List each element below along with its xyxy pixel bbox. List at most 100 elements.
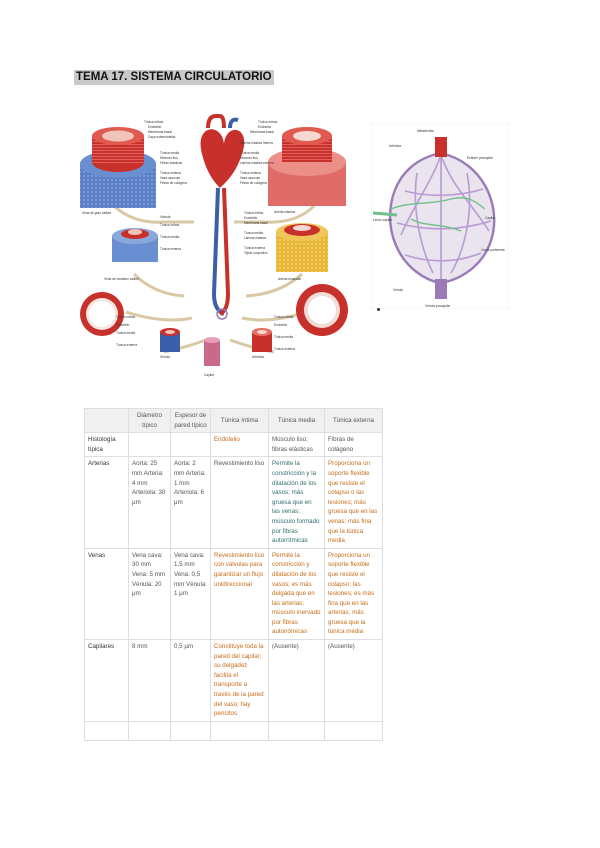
vessel-comparison-table: Diámetro típico Espesor de pared típico … bbox=[84, 407, 383, 741]
lymph-vessel bbox=[372, 211, 398, 217]
label-tr-6: Lámina elástica externa bbox=[240, 161, 274, 165]
bullet-dot bbox=[377, 308, 380, 311]
row-name: Arterias bbox=[84, 456, 129, 549]
artery-muscular bbox=[276, 223, 328, 272]
cell-intima: Revestimiento liso bbox=[210, 456, 269, 549]
caption-artery: Arteria elástica bbox=[274, 210, 295, 214]
label-mr-1: Endotelio bbox=[244, 216, 258, 220]
cap-label-lymph: Lecho capilar bbox=[373, 218, 393, 222]
label-tr-9: Fibras de colágeno bbox=[240, 181, 267, 185]
label-tr-3: Lámina elástica interna bbox=[240, 141, 273, 145]
caption-arteriole: Arteriola bbox=[252, 355, 264, 359]
cell-externa: Fibras de colágeno bbox=[324, 432, 383, 458]
label-tl-7: Túnica externa bbox=[160, 171, 181, 175]
blood-vessels-illustration: Túnica íntima Endotelio Membrana basal C… bbox=[74, 114, 356, 380]
label-tr-1: Endotelio bbox=[258, 125, 272, 129]
table-row: Histología típica Endotelio Músculo liso… bbox=[84, 432, 383, 458]
table-header: Diámetro típico bbox=[128, 407, 171, 434]
cell-externa: Proporciona un soporte flexible que resi… bbox=[324, 547, 383, 641]
label-tl-1: Endotelio bbox=[148, 125, 162, 129]
venule bbox=[160, 328, 180, 352]
label-tr-5: Músculo liso bbox=[240, 156, 258, 160]
table-row: Venas Vena cava: 30 mm Vena: 5 mm Vénula… bbox=[84, 547, 383, 641]
cap-label-capillary: Capilar bbox=[485, 216, 496, 220]
label-mr-3: Túnica media bbox=[244, 231, 263, 235]
label-tr-0: Túnica íntima bbox=[258, 120, 277, 124]
cell-intima: Constituye toda la pared del capilar; su… bbox=[210, 639, 269, 722]
label-tl-6: Fibras elásticas bbox=[160, 161, 183, 165]
page-title: TEMA 17. SISTEMA CIRCULATORIO bbox=[74, 70, 274, 85]
cap-label-bottom: Vénula poscapilar bbox=[425, 304, 451, 308]
label-tl-4: Túnica media bbox=[160, 151, 179, 155]
cap-label-arteriole: Arteriola bbox=[389, 144, 401, 148]
label-mr-2: Membrana basal bbox=[244, 221, 268, 225]
cell-espesor: 0,5 μm bbox=[170, 639, 211, 722]
label-br-2: Túnica media bbox=[274, 335, 293, 339]
label-tl-0: Túnica íntima bbox=[144, 120, 163, 124]
table-header: Espesor de pared típico bbox=[170, 407, 211, 434]
row-name: Venas bbox=[84, 547, 129, 641]
cap-label-thoroughfare: Canal preferente bbox=[481, 248, 505, 252]
vein-medium bbox=[112, 228, 158, 262]
label-tl-9: Fibras de colágeno bbox=[160, 181, 187, 185]
caption-medium-vein: Vena de mediano calibre bbox=[104, 277, 139, 281]
venule-segment bbox=[435, 279, 447, 299]
label-mr-0: Túnica íntima bbox=[244, 211, 263, 215]
cell-intima: Revestimiento liso con válvulas para gar… bbox=[210, 547, 269, 641]
label-br-3: Túnica externa bbox=[274, 347, 295, 351]
table-row: Capilares 8 mm 0,5 μm Constituye toda la… bbox=[84, 639, 383, 722]
label-tl-5: Músculo liso bbox=[160, 156, 178, 160]
label-mr-5: Túnica externa bbox=[244, 246, 265, 250]
artery-elastic-block bbox=[268, 127, 346, 206]
label-bl-3: Túnica externa bbox=[116, 343, 137, 347]
label-ml-1: Túnica íntima bbox=[160, 223, 179, 227]
label-br-1: Endotelio bbox=[274, 323, 288, 327]
table-header: Túnica íntima bbox=[210, 407, 269, 434]
cell-media: (Ausente) bbox=[268, 639, 325, 722]
caption-muscular-artery: Arteria muscular bbox=[278, 277, 302, 281]
label-br-0: Túnica íntima bbox=[274, 315, 293, 319]
capillary bbox=[204, 337, 220, 366]
arteriole-segment bbox=[435, 137, 447, 157]
cell-diametro bbox=[128, 432, 171, 458]
table-header bbox=[84, 407, 129, 434]
cap-label-sphincter: Esfínter precapilar bbox=[467, 156, 494, 160]
capillary-bed-illustration: Metarteriola Arteriola Esfínter precapil… bbox=[371, 123, 509, 309]
row-name: Histología típica bbox=[84, 432, 129, 458]
label-tr-7: Túnica externa bbox=[240, 171, 261, 175]
heart-illustration bbox=[200, 114, 245, 320]
cell-diametro: 8 mm bbox=[128, 639, 171, 722]
cell-media: Permite la constricción y dilatación de … bbox=[268, 547, 325, 641]
table-row: Arterias Aorta: 25 mm Arteria: 4 mm Arte… bbox=[84, 456, 383, 549]
label-mr-6: Tejido conjuntivo bbox=[244, 251, 268, 255]
arteriole bbox=[252, 328, 272, 352]
label-mr-4: Lámina elástica bbox=[244, 236, 266, 240]
label-bl-1: Endotelio bbox=[116, 323, 130, 327]
table-row-empty bbox=[84, 720, 383, 741]
table-header: Túnica media bbox=[268, 407, 325, 434]
caption-vein: Vena de gran calibre bbox=[82, 211, 111, 215]
cell-espesor: Aorta: 2 mm Arteria: 1 mm Arteriola: 6 μ… bbox=[170, 456, 211, 549]
cell-espesor: Vena cava: 1,5 mm Vena: 0,5 mm Vénula: 1… bbox=[170, 547, 211, 641]
cell-media: Músculo liso; fibras elásticas bbox=[268, 432, 325, 458]
cell-diametro: Vena cava: 30 mm Vena: 5 mm Vénula: 20 μ… bbox=[128, 547, 171, 641]
label-bl-2: Túnica media bbox=[116, 331, 135, 335]
cell-intima: Endotelio bbox=[210, 432, 269, 458]
label-tr-8: Vasa vasorum bbox=[240, 176, 260, 180]
capillary-network bbox=[388, 151, 496, 285]
caption-capillary: Capilar bbox=[204, 373, 215, 377]
label-ml-0: Válvula bbox=[160, 215, 171, 219]
table-header-row: Diámetro típico Espesor de pared típico … bbox=[84, 407, 383, 434]
vein-cross-section bbox=[80, 292, 124, 336]
label-tr-2: Membrana basal bbox=[250, 130, 274, 134]
label-tr-4: Túnica media bbox=[240, 151, 259, 155]
label-ml-3: Túnica externa bbox=[160, 247, 181, 251]
label-ml-2: Túnica media bbox=[160, 235, 179, 239]
cell-media: Permite la constricción y la dilatación … bbox=[268, 456, 325, 549]
table-header: Túnica externa bbox=[324, 407, 383, 434]
caption-venule: Vénula bbox=[160, 355, 170, 359]
row-name: Capilares bbox=[84, 639, 129, 722]
cell-externa: Proporciona un soporte flexible que resi… bbox=[324, 456, 383, 549]
label-tl-8: Vasa vasorum bbox=[160, 176, 180, 180]
cap-label-top: Metarteriola bbox=[417, 129, 434, 133]
